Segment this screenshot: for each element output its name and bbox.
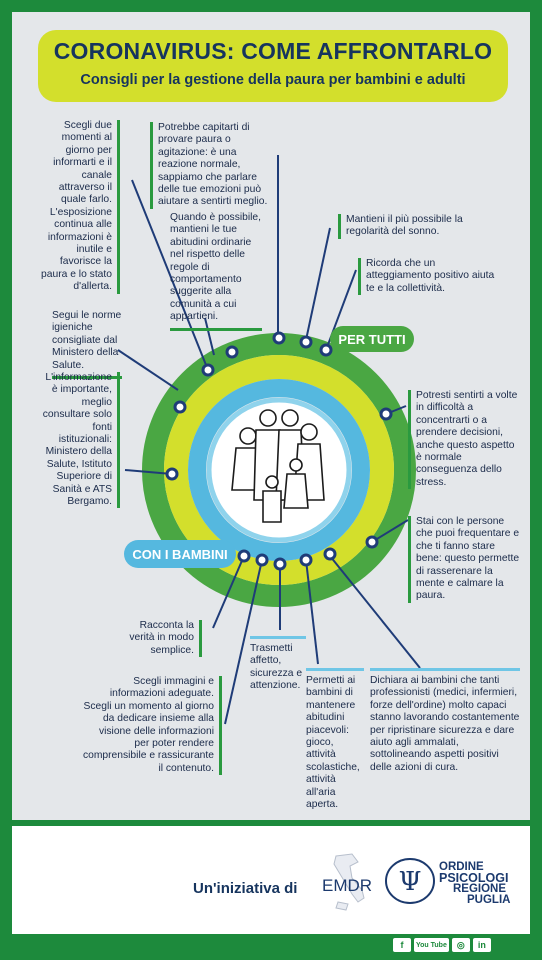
tip-bottom-5: Dichiara ai bambini che tanti profession… [370, 668, 520, 774]
page-subtitle: Consigli per la gestione della paura per… [80, 72, 466, 88]
tip-bottom-2: Scegli immagini e informazioni adeguate.… [82, 676, 222, 776]
footer [12, 826, 530, 934]
per-tutti-label: PER TUTTI [338, 332, 405, 347]
italy-map-icon [333, 853, 365, 911]
page-title: CORONAVIRUS: COME AFFRONTARLO [53, 38, 493, 64]
tip-top-1: Potrebbe capitarti di provare paura o ag… [150, 122, 276, 209]
tip-right-1: Mantieni il più possibile la regolarità … [338, 214, 466, 239]
per-tutti-pill [330, 326, 414, 352]
tip-left-2: Segui le norme igieniche consigliate dal… [52, 310, 122, 380]
family-icon [231, 409, 325, 523]
svg-text:Ψ: Ψ [399, 867, 422, 897]
psi-logo-icon: Ψ [385, 858, 435, 904]
tip-right-2: Ricorda che un atteggiamento positivo ai… [358, 258, 496, 296]
tip-right-3: Potresti sentirti a volte in difficoltà … [408, 390, 521, 490]
emdr-logo-text: EMDR [322, 876, 373, 895]
con-i-bambini-label: CON I BAMBINI [132, 547, 227, 562]
blue-ring [188, 379, 370, 561]
tip-right-4: Stai con le persone che puoi frequentare… [408, 516, 521, 603]
youtube-icon[interactable]: You Tube [414, 938, 449, 952]
tip-left-3: L'informazione è importante, meglio cons… [40, 372, 120, 509]
title-banner: CORONAVIRUS: COME AFFRONTARLO Consigli p… [38, 30, 508, 102]
tip-bottom-1: Racconta la verità in modo semplice. [118, 620, 202, 658]
tip-top-2: Quando è possibile, mantieni le tue abit… [170, 212, 262, 331]
tip-left-1: Scegli due momenti al giorno per informa… [40, 120, 120, 294]
facebook-icon[interactable]: f [393, 938, 411, 952]
linkedin-icon[interactable]: in [472, 938, 491, 952]
social-icons: f You Tube ◎ in [393, 938, 491, 952]
tip-bottom-4: Permetti ai bambini di mantenere abitudi… [306, 668, 364, 811]
initiative-label: Un'iniziativa di [193, 880, 298, 897]
ordine-psicologi-logo: ORDINE PSICOLOGI REGIONE PUGLIA [439, 861, 511, 906]
con-i-bambini-pill [124, 540, 236, 568]
instagram-icon[interactable]: ◎ [451, 938, 470, 952]
tip-bottom-3: Trasmetti affetto, sicurezza e attenzion… [250, 636, 306, 693]
